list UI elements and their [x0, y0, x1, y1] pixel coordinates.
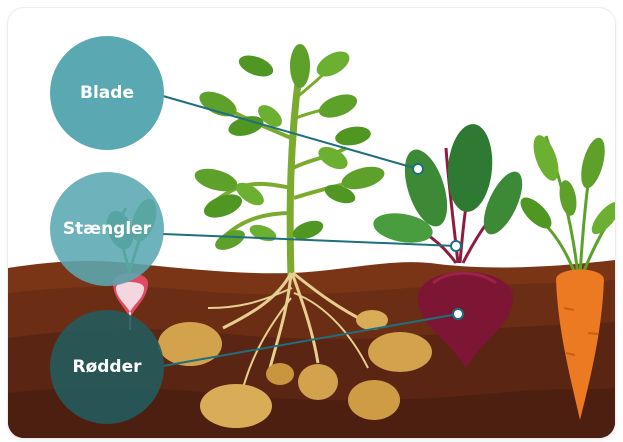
roots-label-text: Rødder [72, 357, 141, 377]
stems-label-text: Stængler [63, 219, 151, 239]
leaves-label: Blade [50, 36, 164, 150]
stems-label: Stængler [50, 172, 164, 286]
diagram-card: Blade Stængler Rødder [8, 8, 615, 438]
roots-label: Rødder [50, 310, 164, 424]
leaves-label-text: Blade [80, 83, 134, 103]
